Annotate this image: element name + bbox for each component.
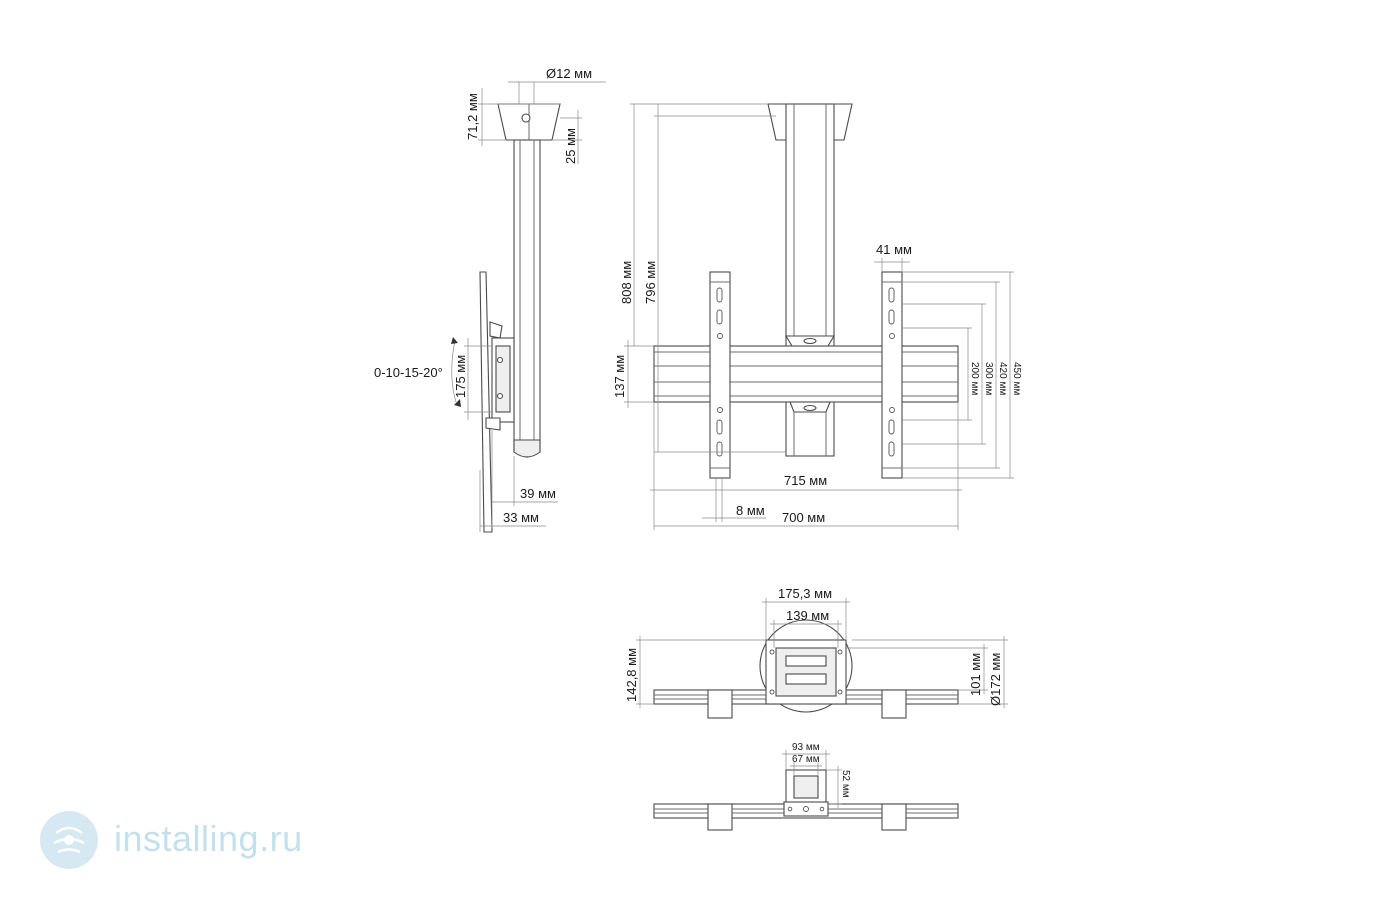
dim-overall-width: 700 мм <box>782 510 825 525</box>
dim-vesa-420: 420 мм <box>997 362 1008 395</box>
dim-plate-outer: 175,3 мм <box>778 586 832 601</box>
dim-vesa-450: 450 мм <box>1011 362 1022 395</box>
dim-pin-diameter: Ø12 мм <box>546 66 592 81</box>
dim-depth-outer: 33 мм <box>503 510 539 525</box>
dim-cap-height: 71,2 мм <box>465 93 480 140</box>
watermark-text: installing.ru <box>114 818 303 859</box>
bottom-view: 93 мм 67 мм 52 мм <box>653 742 959 831</box>
dim-vesa-300: 300 мм <box>983 362 994 395</box>
dim-pin-offset: 25 мм <box>563 128 578 164</box>
top-view: 175,3 мм 139 мм 142,8 мм 101 мм Ø172 мм <box>624 586 1008 719</box>
dim-height-max: 808 мм <box>619 261 634 304</box>
dim-plate-inner: 139 мм <box>786 608 829 623</box>
dim-depth-inner: 39 мм <box>520 486 556 501</box>
dim-bottom-plate-height: 52 мм <box>840 770 851 798</box>
dim-depth: 142,8 мм <box>624 648 639 702</box>
dim-circle-diameter: Ø172 мм <box>988 653 1003 706</box>
dim-vesa-200: 200 мм <box>969 362 980 395</box>
watermark: installing.ru <box>22 806 314 874</box>
dim-bracket-height: 175 мм <box>453 355 468 398</box>
dim-bolt-spacing: 101 мм <box>968 653 983 696</box>
dim-slot-offset: 8 мм <box>736 503 765 518</box>
dim-rail-height: 137 мм <box>612 355 627 398</box>
side-view: Ø12 мм 71,2 мм 25 мм 0-10-15-20° 1 <box>374 66 606 533</box>
dim-tilt-angles: 0-10-15-20° <box>374 365 443 380</box>
dim-bottom-plate-inner: 67 мм <box>792 754 820 765</box>
front-view: 808 мм 796 мм 137 мм 41 мм 450 мм 420 мм… <box>612 103 1022 530</box>
dim-arm-width: 41 мм <box>876 242 912 257</box>
dim-bottom-plate-outer: 93 мм <box>792 742 820 753</box>
dim-height-min: 796 мм <box>643 261 658 304</box>
dim-rail-length: 715 мм <box>784 473 827 488</box>
globe-logo-icon <box>40 811 98 869</box>
